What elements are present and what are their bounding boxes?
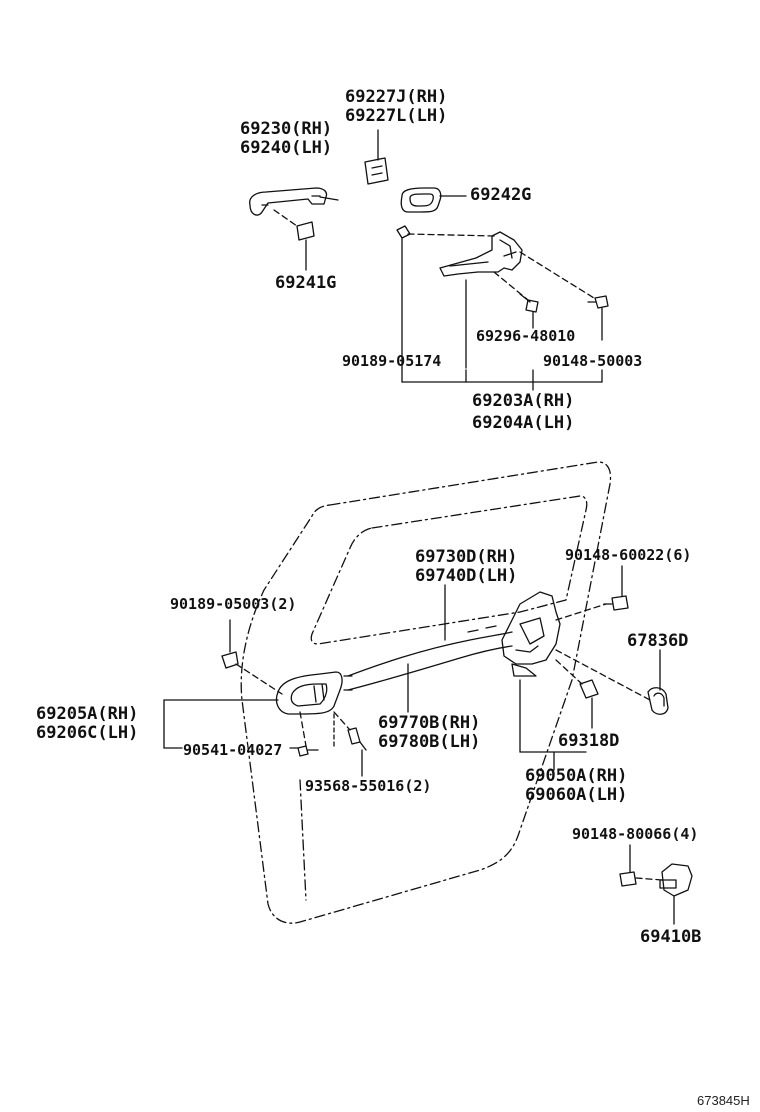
screw-90148-80066-part (619, 871, 637, 887)
label-69203a: 69203A(RH) (472, 391, 575, 411)
label-69230: 69230(RH) (240, 119, 333, 139)
label-69740d: 69740D(LH) (415, 566, 518, 586)
clip-part (396, 225, 411, 239)
label-90189-05003: 90189-05003(2) (170, 595, 297, 613)
label-69242g: 69242G (470, 185, 532, 205)
gasket-part (400, 187, 442, 213)
handle-pad-part (364, 157, 389, 185)
door-outline (240, 461, 612, 924)
bolt-90148-50003-part (587, 295, 609, 309)
label-90189-05174: 90189-05174 (342, 352, 442, 370)
outside-handle-part (249, 187, 328, 216)
label-93568: 93568-55016(2) (305, 777, 432, 795)
label-69206c: 69206C(LH) (36, 723, 139, 743)
label-69227j: 69227J(RH) (345, 87, 448, 107)
handle-frame-part (439, 231, 523, 277)
label-69296: 69296-48010 (476, 327, 576, 345)
label-69204a: 69204A(LH) (472, 413, 575, 433)
lock-cover-part (647, 687, 669, 715)
label-90148-80066: 90148-80066(4) (572, 825, 699, 843)
label-69770b: 69770B(RH) (378, 713, 481, 733)
small-pad-part (296, 221, 315, 241)
label-90541: 90541-04027 (183, 741, 283, 759)
clip-90189-05003-part (221, 651, 239, 669)
screw-69296-part (519, 293, 539, 313)
bushing-part (579, 679, 599, 699)
label-69227l: 69227L(LH) (345, 106, 448, 126)
label-69240: 69240(LH) (240, 138, 333, 158)
label-69730d: 69730D(RH) (415, 547, 518, 567)
screw-90541-part (297, 745, 319, 757)
label-69318d: 69318D (558, 731, 620, 751)
label-69060a: 69060A(LH) (525, 785, 628, 805)
label-69050a: 69050A(RH) (525, 766, 628, 786)
diagram-code: 673845H (697, 1093, 750, 1108)
door-lock-part (501, 591, 561, 677)
cable-part (343, 625, 513, 691)
label-67836d: 67836D (627, 631, 689, 651)
label-69205a: 69205A(RH) (36, 704, 139, 724)
label-69241g: 69241G (275, 273, 337, 293)
inside-handle-part (275, 671, 343, 715)
striker-part (659, 863, 693, 897)
label-90148-60022: 90148-60022(6) (565, 546, 692, 564)
label-90148-50003: 90148-50003 (543, 352, 643, 370)
screw-93568-part (347, 727, 367, 751)
label-69410b: 69410B (640, 927, 702, 947)
label-69780b: 69780B(LH) (378, 732, 481, 752)
bolt-90148-60022-part (603, 595, 629, 611)
